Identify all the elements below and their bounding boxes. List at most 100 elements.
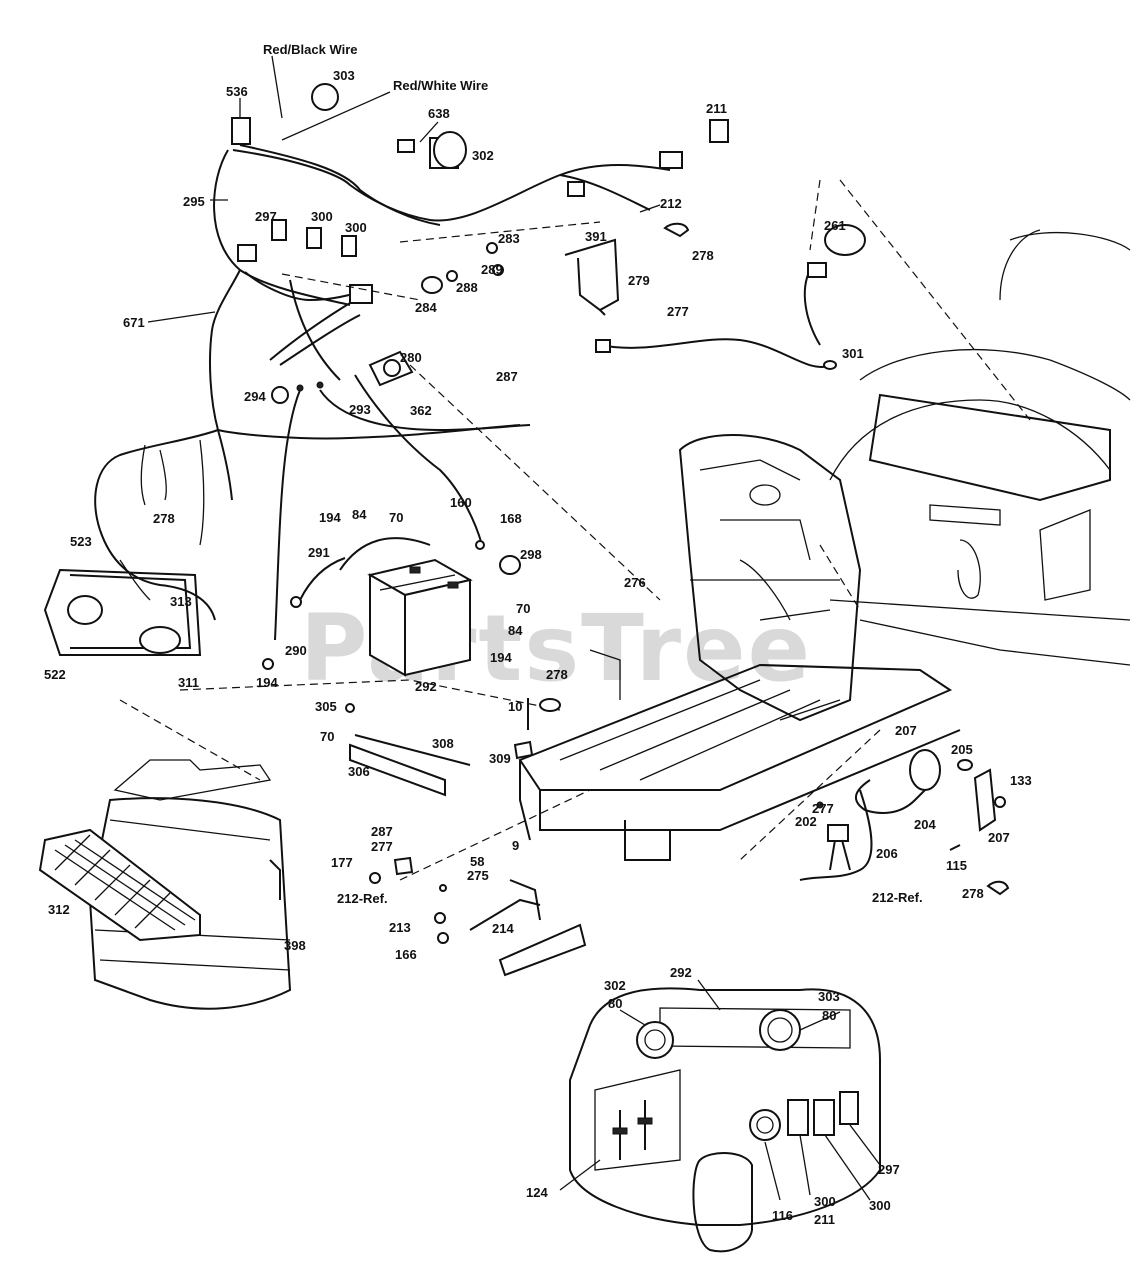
solenoid bbox=[271, 350, 414, 404]
callout: 303 bbox=[333, 68, 355, 83]
lift-rod-and-plate bbox=[345, 698, 561, 797]
linkage bbox=[369, 856, 587, 977]
callout: 202 bbox=[795, 814, 817, 829]
callout: 213 bbox=[389, 920, 411, 935]
callout: 194 bbox=[256, 675, 278, 690]
callout: 212-Ref. bbox=[872, 890, 923, 905]
callout: 362 bbox=[410, 403, 432, 418]
callout: 298 bbox=[520, 547, 542, 562]
callout: 206 bbox=[876, 846, 898, 861]
callout: 280 bbox=[400, 350, 422, 365]
callout: 133 bbox=[1010, 773, 1032, 788]
callout: 300 bbox=[814, 1194, 836, 1209]
callout: 294 bbox=[244, 389, 266, 404]
dashboard-panel bbox=[569, 987, 881, 1253]
callout: 84 bbox=[508, 623, 523, 638]
callout: 194 bbox=[319, 510, 341, 525]
callout: 9 bbox=[512, 838, 519, 853]
callout: 124 bbox=[526, 1185, 548, 1200]
callout: 116 bbox=[772, 1208, 793, 1223]
grille-mesh bbox=[54, 834, 196, 931]
callout: 312 bbox=[48, 902, 70, 917]
callout: 297 bbox=[255, 209, 277, 224]
callout: 287 bbox=[496, 369, 518, 384]
callout: 278 bbox=[546, 667, 568, 682]
callout: 391 bbox=[585, 229, 607, 244]
callout: 290 bbox=[285, 643, 307, 658]
callout: 58 bbox=[470, 854, 484, 869]
callout: 160 bbox=[450, 495, 472, 510]
callout: 261 bbox=[824, 218, 846, 233]
callout: 84 bbox=[352, 507, 367, 522]
callout: 205 bbox=[951, 742, 973, 757]
pto-switch-parts bbox=[799, 749, 1010, 896]
callout: 214 bbox=[492, 921, 514, 936]
callout: 306 bbox=[348, 764, 370, 779]
battery-cables bbox=[262, 537, 521, 670]
callout: 283 bbox=[498, 231, 520, 246]
callout: 278 bbox=[962, 886, 984, 901]
callout: 278 bbox=[153, 511, 175, 526]
callout: 522 bbox=[44, 667, 66, 682]
callout: 671 bbox=[123, 315, 145, 330]
chassis-frame bbox=[518, 649, 961, 861]
headlight-assembly bbox=[43, 559, 202, 656]
callout: 292 bbox=[670, 965, 692, 980]
callout: 398 bbox=[284, 938, 306, 953]
callout: 207 bbox=[988, 830, 1010, 845]
callout: 536 bbox=[226, 84, 248, 99]
callout: 292 bbox=[415, 679, 437, 694]
callout: 288 bbox=[456, 280, 478, 295]
callout: 277 bbox=[812, 801, 834, 816]
callout: 293 bbox=[349, 402, 371, 417]
dash-tower bbox=[678, 434, 862, 722]
callout: 523 bbox=[70, 534, 92, 549]
callout: 300 bbox=[311, 209, 333, 224]
callout: 212-Ref. bbox=[337, 891, 388, 906]
callout: 287 bbox=[371, 824, 393, 839]
callout: 277 bbox=[371, 839, 393, 854]
seat-and-fender bbox=[829, 229, 1131, 666]
wiring-harness bbox=[94, 117, 831, 641]
leader-lines bbox=[119, 179, 1031, 881]
hood-and-grille bbox=[38, 759, 292, 1010]
callout: 301 bbox=[842, 346, 864, 361]
callout: 278 bbox=[692, 248, 714, 263]
callout: 291 bbox=[308, 545, 330, 560]
callout: 177 bbox=[331, 855, 353, 870]
callout: 303 bbox=[818, 989, 840, 1004]
callout: 638 bbox=[428, 106, 450, 121]
bracket-391 bbox=[564, 238, 620, 316]
callout: 207 bbox=[895, 723, 917, 738]
callout: 313 bbox=[170, 594, 192, 609]
callout: 168 bbox=[500, 511, 522, 526]
callout: 277 bbox=[667, 304, 689, 319]
callout: 302 bbox=[472, 148, 494, 163]
callout: 308 bbox=[432, 736, 454, 751]
callout: 80 bbox=[822, 1008, 836, 1023]
callout: 115 bbox=[946, 858, 967, 873]
callout: 284 bbox=[415, 300, 437, 315]
callout: 302 bbox=[604, 978, 626, 993]
callout: 300 bbox=[869, 1198, 891, 1213]
callout: 10 bbox=[508, 699, 522, 714]
callout: 211 bbox=[706, 101, 727, 116]
callout: 289 bbox=[481, 262, 503, 277]
callout: 80 bbox=[608, 996, 622, 1011]
callout: 279 bbox=[628, 273, 650, 288]
callout: 194 bbox=[490, 650, 512, 665]
callout: 309 bbox=[489, 751, 511, 766]
wire-label-red-white: Red/White Wire bbox=[393, 78, 488, 93]
callout: 275 bbox=[467, 868, 489, 883]
callout: 276 bbox=[624, 575, 646, 590]
callout-leaders bbox=[147, 55, 881, 1201]
callout: 204 bbox=[914, 817, 936, 832]
callout: 300 bbox=[345, 220, 367, 235]
light-bulb-parts bbox=[311, 83, 866, 370]
callout: 166 bbox=[395, 947, 417, 962]
callout: 70 bbox=[389, 510, 403, 525]
callout: 305 bbox=[315, 699, 337, 714]
battery bbox=[367, 558, 473, 677]
callout: 295 bbox=[183, 194, 205, 209]
